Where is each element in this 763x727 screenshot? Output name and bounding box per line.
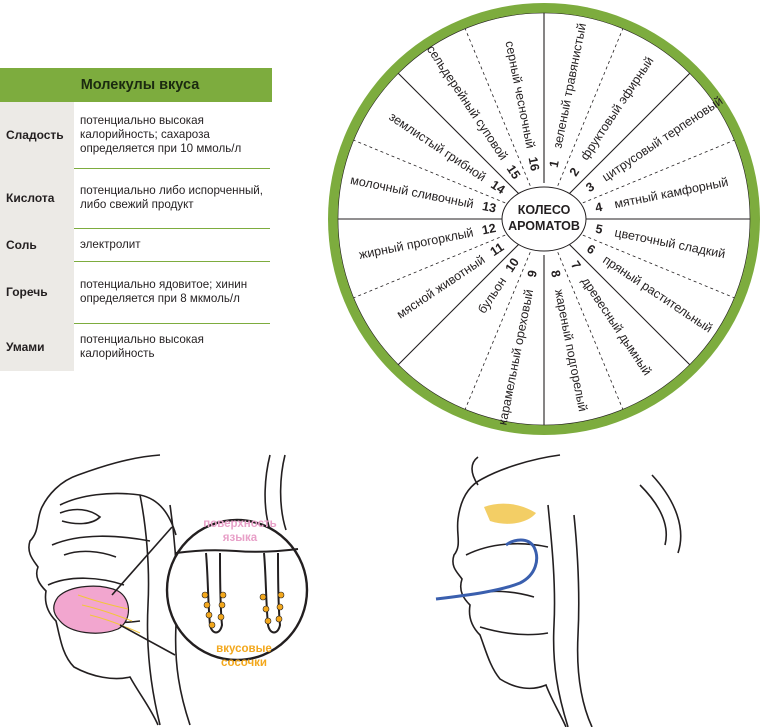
table-row: Соль электролит: [0, 228, 270, 262]
wheel-divider: [577, 232, 735, 299]
taste-buds-label-line1: вкусовые: [216, 643, 272, 655]
segment-number: 9: [525, 269, 540, 279]
head-left-illustration: [28, 454, 287, 726]
tongue-surface-label-line2: языка: [223, 532, 258, 544]
segment-number: 4: [594, 200, 604, 215]
wheel-divider: [464, 28, 531, 186]
wheel-divider: [353, 139, 511, 206]
airflow-path-icon: [435, 538, 539, 601]
taste-name: Сладость: [0, 102, 74, 168]
wheel-divider: [577, 139, 735, 206]
taste-name: Горечь: [0, 261, 74, 323]
head-right-illustration: [452, 454, 682, 727]
olfactory-region: [484, 503, 536, 524]
anatomy-illustrations: поверхность языка вкусовые сосочки: [28, 454, 682, 727]
wheel-divider: [569, 72, 691, 194]
wheel-center-oval: [501, 186, 587, 252]
segment-number: 13: [481, 199, 497, 215]
taste-name: Кислота: [0, 168, 74, 228]
wheel-divider: [397, 244, 519, 366]
segment-number: 5: [594, 222, 604, 237]
taste-nerve-lines: [77, 594, 141, 634]
wheel-divider: [353, 232, 511, 299]
wheel-dividers: [338, 13, 750, 425]
segment-number: 10: [503, 255, 522, 274]
taste-description: потенциально либо испорченный, либо свеж…: [80, 184, 264, 211]
taste-name: Умами: [0, 323, 74, 371]
segment-number: 14: [488, 178, 507, 197]
tongue-shape: [53, 585, 130, 634]
wheel-divider: [397, 72, 519, 194]
taste-table-title: Молекулы вкуса: [0, 68, 272, 102]
taste-bud-dots: [201, 591, 285, 629]
taste-buds-label-line2: сосочки: [221, 657, 267, 669]
wheel-center-line1: КОЛЕСО: [518, 203, 571, 217]
segment-number: 16: [526, 156, 542, 172]
segment-number: 1: [547, 159, 562, 169]
taste-bud-magnifier: [165, 518, 309, 662]
wheel-divider: [569, 244, 691, 366]
segment-number: 12: [481, 221, 497, 237]
magnify-pointer-bottom: [119, 624, 176, 656]
segment-number: 8: [548, 269, 563, 279]
taste-description: потенциально ядовитое; хинин определяетс…: [80, 278, 248, 305]
wheel-divider: [464, 252, 531, 410]
table-row: Сладость потенциально высокая калорийнос…: [0, 102, 270, 169]
taste-description: электролит: [80, 237, 141, 251]
magnify-pointer-top: [111, 526, 173, 596]
taste-description: потенциально высокая калорийность; сахар…: [80, 114, 242, 155]
segment-number: 11: [488, 240, 507, 259]
wheel-center-line2: АРОМАТОВ: [508, 219, 580, 233]
taste-description: потенциально высокая калорийность: [80, 333, 204, 360]
wheel-divider: [557, 28, 624, 186]
tongue-surface-label-line1: поверхность: [203, 518, 276, 530]
taste-name: Соль: [0, 228, 74, 261]
table-row: Умами потенциально высокая калорийность: [0, 323, 270, 371]
wheel-divider: [557, 252, 624, 410]
segment-number: 15: [504, 162, 523, 181]
table-row: Горечь потенциально ядовитое; хинин опре…: [0, 261, 270, 324]
table-row: Кислота потенциально либо испорченный, л…: [0, 168, 270, 229]
